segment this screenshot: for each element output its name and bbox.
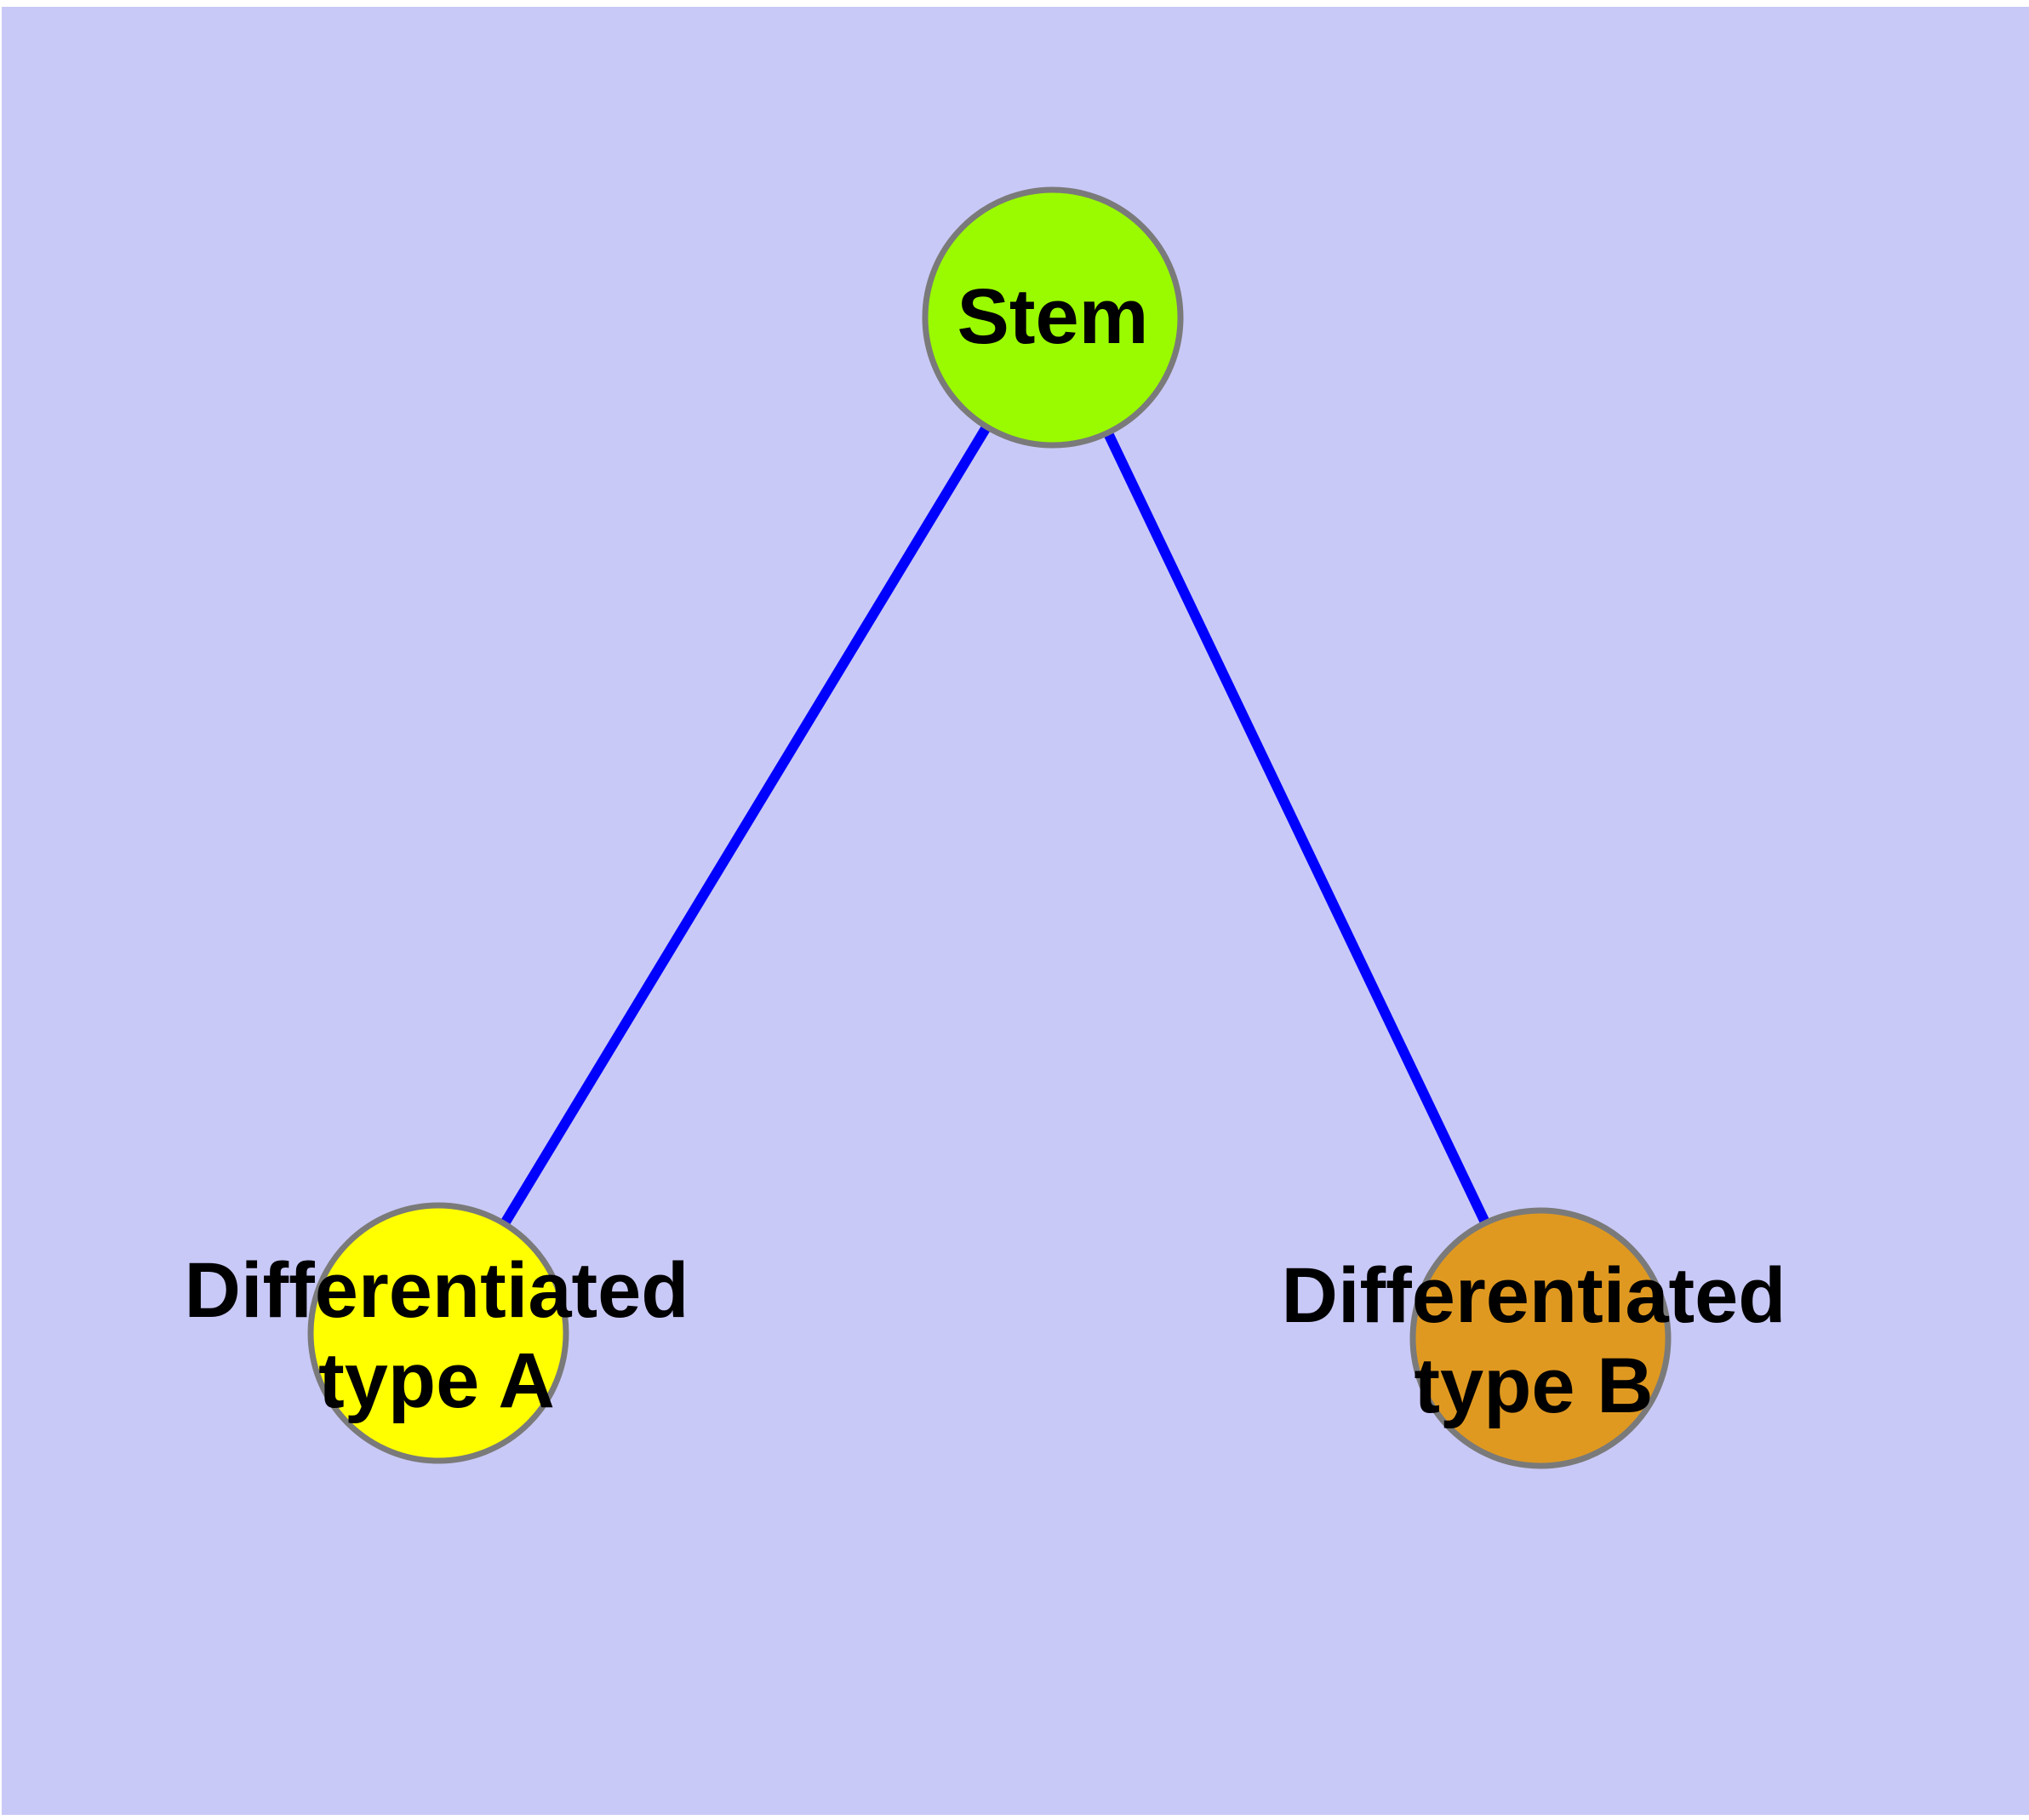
- edge-stem-to-type-a: [433, 314, 1058, 1336]
- node-stem-label: Stem: [957, 273, 1149, 361]
- node-differentiated-type-a-label: Differentiated type A: [184, 1247, 689, 1424]
- node-differentiated-type-b-label: Differentiated type B: [1281, 1252, 1786, 1429]
- node-stem-circle: [922, 186, 1184, 449]
- edge-stem-to-type-b: [1048, 315, 1546, 1341]
- node-differentiated-type-b-circle: [1409, 1207, 1672, 1469]
- node-differentiated-type-a-circle: [307, 1202, 569, 1464]
